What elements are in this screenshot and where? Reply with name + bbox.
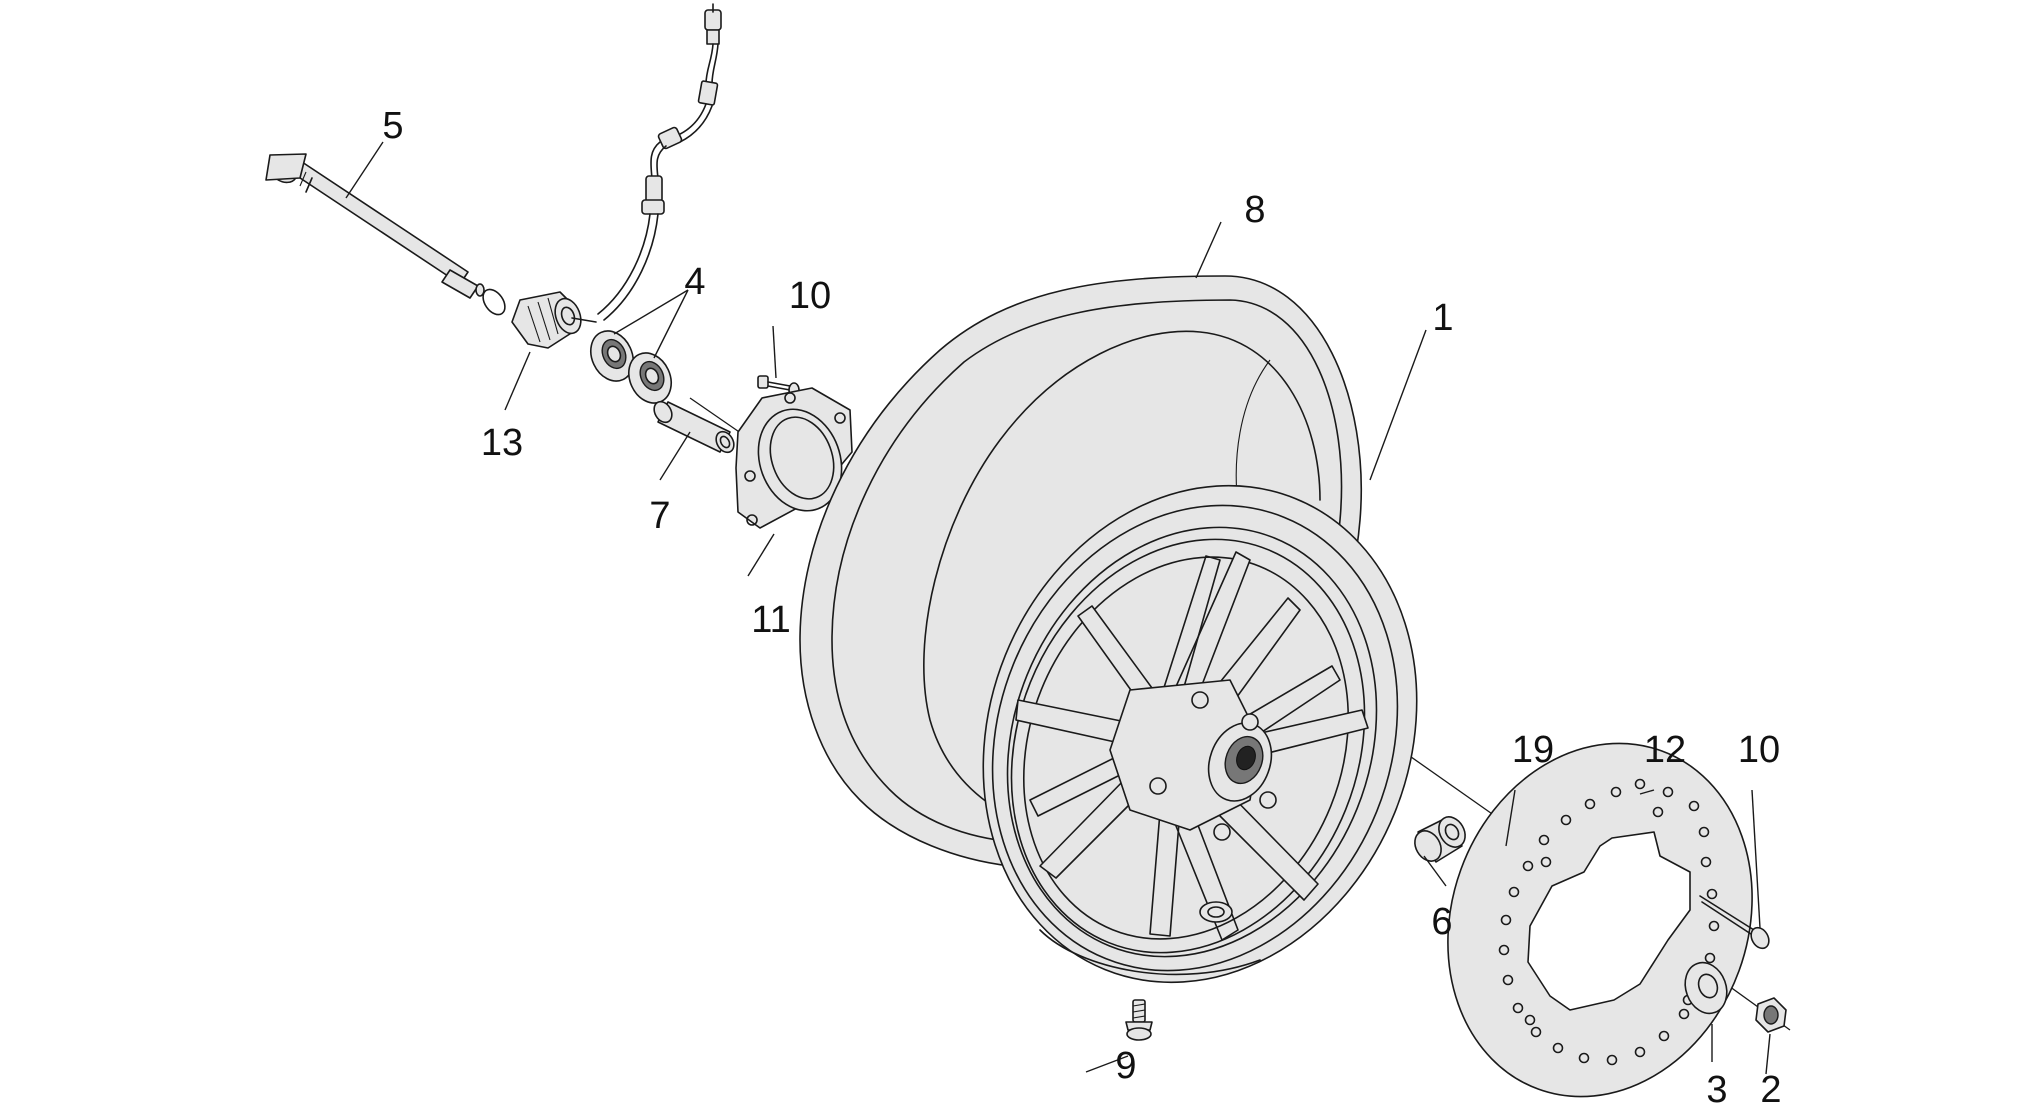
sensor-housing	[511, 291, 597, 349]
brake-disc	[1447, 742, 1753, 1098]
callout-2: 2	[1760, 1069, 1781, 1106]
wheel-hub	[1109, 679, 1277, 923]
tire-valve	[1125, 999, 1153, 1041]
bearing-1	[590, 330, 634, 382]
callout-6: 6	[1431, 901, 1452, 943]
callout-5: 5	[382, 105, 403, 147]
callout-13: 13	[481, 422, 523, 464]
callout-numbers: 5 8 1 4 10 13 7 11 19 12 10 6 9 3 2	[382, 105, 1781, 1106]
washer	[1684, 961, 1728, 1015]
callout-4: 4	[684, 261, 705, 303]
axle	[265, 153, 479, 299]
sensor-cable	[597, 3, 722, 321]
callout-10-right: 10	[1738, 729, 1780, 771]
disc-screw	[1699, 895, 1770, 950]
callout-3: 3	[1706, 1069, 1727, 1106]
leader-lines	[345, 141, 1771, 1075]
callout-11: 11	[751, 599, 790, 641]
circlip	[475, 283, 506, 316]
callout-9: 9	[1115, 1045, 1136, 1087]
callout-8: 8	[1244, 189, 1265, 231]
callout-1: 1	[1432, 297, 1453, 339]
spacer-tube	[653, 400, 735, 454]
flange-ring	[735, 387, 853, 529]
callout-12: 12	[1644, 729, 1686, 771]
spacer-sleeve	[1414, 816, 1466, 863]
axle-nut	[1755, 997, 1787, 1033]
callout-7: 7	[649, 495, 670, 537]
callout-10-upper: 10	[789, 275, 831, 317]
callout-19: 19	[1512, 729, 1554, 771]
bearing-2	[628, 352, 672, 404]
